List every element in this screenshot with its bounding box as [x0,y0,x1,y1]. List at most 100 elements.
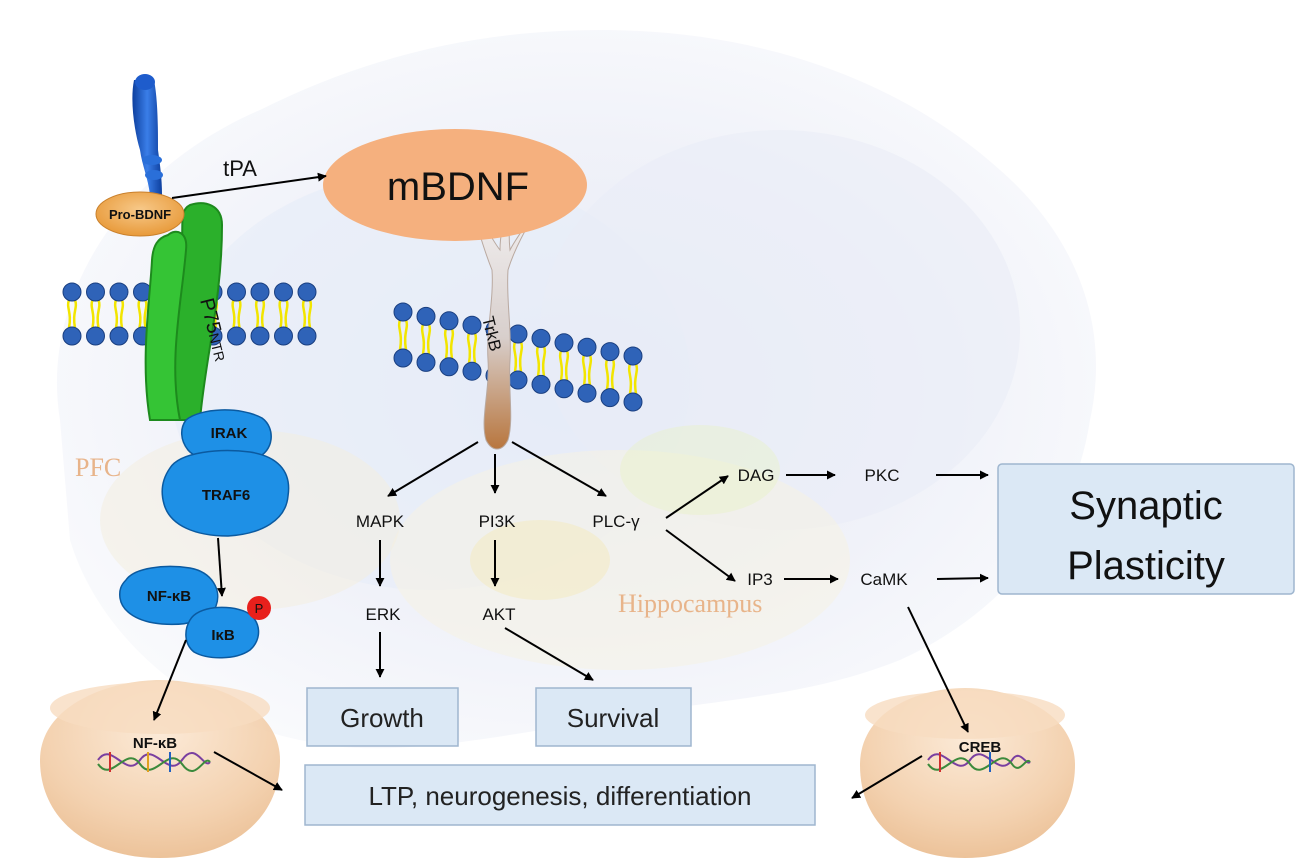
lipid-tail [535,345,541,377]
label-ikb: IκB [211,627,235,644]
lipid-tail [627,363,633,395]
label-mbdnf: mBDNF [387,165,529,209]
lipid-tail [260,299,266,329]
lipid-head [623,392,643,412]
lipid-head [109,282,129,302]
arrow-plc-ip3 [665,529,736,582]
dna-left [97,752,211,772]
arrow-nfkb-ltp [213,751,283,791]
lipid-head [62,326,82,346]
label-plc: PLC-γ [592,512,640,531]
lipid-head [531,374,551,394]
lipid-head [86,282,105,302]
label-erk: ERK [366,605,402,624]
lipid-tail [137,299,142,329]
label-mapk: MAPK [356,512,405,531]
arrows [152,172,989,799]
lipid-tail [587,354,593,386]
outcome-boxes [304,463,1295,826]
adaptor-proteins [119,409,290,659]
lipid-tail [426,323,432,355]
lipid-tail [284,299,289,329]
survival-box [535,687,692,747]
lipid-head [109,326,129,346]
lipid-tail [581,354,587,386]
label-growth: Growth [340,703,424,733]
lipid-head [577,383,597,403]
lipid-tail [518,341,524,373]
growth-box [306,687,459,747]
lipid-tail [558,350,564,382]
lipid-tail [237,299,242,329]
lipid-head [439,357,459,377]
arrow-camk-creb [907,606,969,733]
label-ltp: LTP, neurogenesis, differentiation [368,781,751,811]
lipid-tail [231,299,236,329]
lipid-head [416,306,436,326]
lipid-tail [113,299,119,329]
arrow-akt-survival [504,627,594,681]
lipid-head [297,282,317,302]
label-ip3: IP3 [747,570,773,589]
lipid-tail [512,341,518,373]
pro-bdnf-stalk [132,74,163,195]
label-synaptic: Synaptic [1069,484,1222,528]
lipid-head [439,311,459,331]
lipid-tail [449,328,455,360]
lipid-tail [90,299,95,329]
lipid-tail [420,323,426,355]
lipid-tail [633,363,639,395]
lipid-tail [403,319,409,351]
lipid-head [600,388,620,408]
label-dag: DAG [738,466,775,485]
lipid-head [508,324,528,344]
lipid-tail [143,299,148,329]
lipid-tail [466,332,472,364]
lipid-head [600,342,620,362]
arrow-tpa [171,172,327,199]
lipid-tail [610,359,616,390]
pro-bdnf [95,191,185,237]
lipid-head [554,379,574,399]
label-hippocampus: Hippocampus [618,589,762,618]
lipid-tail [443,328,449,360]
lipid-head [554,333,574,353]
lipid-tail [397,319,403,351]
dna-right [927,752,1031,772]
lipid-head [393,348,413,368]
arrow-creb-ltp [851,755,923,799]
lipid-head [462,315,482,335]
label-nfkb-dna: NF-κB [133,735,177,752]
lipid-tail [119,299,125,329]
lipid-head [623,346,643,366]
lipid-head [250,282,270,302]
lipid-tail [301,299,307,329]
lipid-head [577,337,597,357]
label-pkc: PKC [865,466,900,485]
nucleus-left [40,680,280,858]
lipid-head [297,326,317,346]
ltp-box [304,764,816,826]
lipid-tail [472,332,478,364]
label-camk: CaMK [860,570,908,589]
lipid-tail [564,350,570,382]
label-pro-bdnf: Pro-BDNF [109,207,171,222]
arrow-plc-dag [665,475,729,519]
label-tpa: tPA [223,156,257,181]
arrow-ikb-nfkb [152,639,187,721]
lipid-head [250,326,270,346]
arrow-trkb-plc [511,441,607,497]
lipid-tail [254,299,260,329]
lipid-tail [278,299,283,329]
label-traf6: TRAF6 [202,487,250,504]
label-plasticity: Plasticity [1067,544,1225,588]
label-phospho: P [255,601,264,616]
lipid-head [227,326,246,346]
label-p75-sub: NTR [206,331,228,363]
nucleus-right [860,688,1075,858]
arrow-traf6-ikb [216,537,226,597]
labels: Pro-BDNF tPA mBDNF P75NTR TrkB IRAK TRAF… [75,156,1225,811]
mbdnf [323,129,587,241]
lipid-head [462,361,482,381]
